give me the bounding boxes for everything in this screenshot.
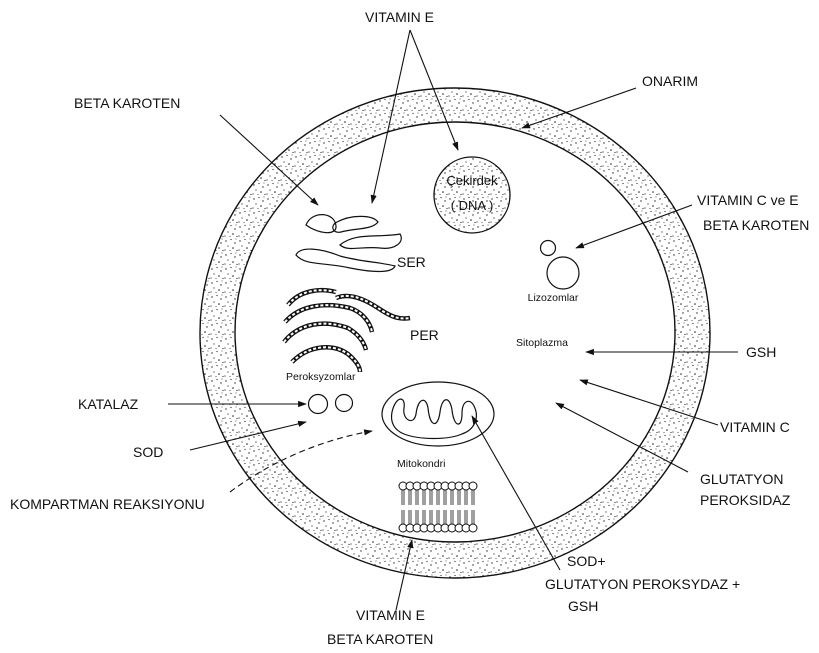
label-sod: SOD (133, 444, 163, 460)
label-sod-plus: SOD+ (567, 553, 606, 569)
label-glutatyon: GLUTATYON (700, 471, 784, 487)
label-vitamin-e-top: VITAMIN E (365, 9, 434, 25)
label-katalaz: KATALAZ (78, 396, 139, 412)
label-glutatyon-peroksidaz-plus: GLUTATYON PEROKSYDAZ + (545, 576, 740, 592)
label-vitamin-c: VITAMIN C (720, 419, 790, 435)
smooth-endoplasmic-reticulum (296, 215, 401, 272)
ser-label: SER (397, 254, 426, 270)
nucleus-label: Çekirdek (446, 173, 498, 188)
lysosomes (541, 241, 580, 290)
label-beta-karoten-left: BETA KAROTEN (74, 95, 180, 111)
per-label: PER (410, 327, 439, 343)
nucleus-dna-label: ( DNA ) (451, 198, 494, 213)
label-gsh: GSH (746, 344, 776, 360)
peroksizomlar-label: Peroksyzomlar (286, 371, 356, 383)
label-kompartman-reaksiyonu: KOMPARTMAN REAKSIYONU (10, 496, 205, 512)
label-beta-karoten-bottom: BETA KAROTEN (327, 631, 433, 647)
label-beta-karoten-right: BETA KAROTEN (703, 217, 809, 233)
rough-endoplasmic-reticulum (284, 290, 410, 372)
label-vitamin-e-bottom: VITAMIN E (356, 607, 425, 623)
label-gsh-bottom: GSH (568, 598, 598, 614)
lizozomlar-label: Lizozomlar (528, 292, 579, 304)
nucleus: Çekirdek ( DNA ) (434, 157, 510, 233)
sitoplazma-label: Sitoplazma (516, 337, 568, 349)
phospholipid-bilayer (398, 482, 478, 532)
peroxisomes (309, 395, 353, 414)
label-onarim: ONARIM (642, 73, 698, 89)
mitokondri-label: Mitokondri (397, 458, 445, 470)
label-peroksidaz: PEROKSIDAZ (700, 492, 791, 508)
mitochondrion (382, 382, 494, 446)
label-vitamin-c-ve-e: VITAMIN C ve E (697, 192, 799, 208)
